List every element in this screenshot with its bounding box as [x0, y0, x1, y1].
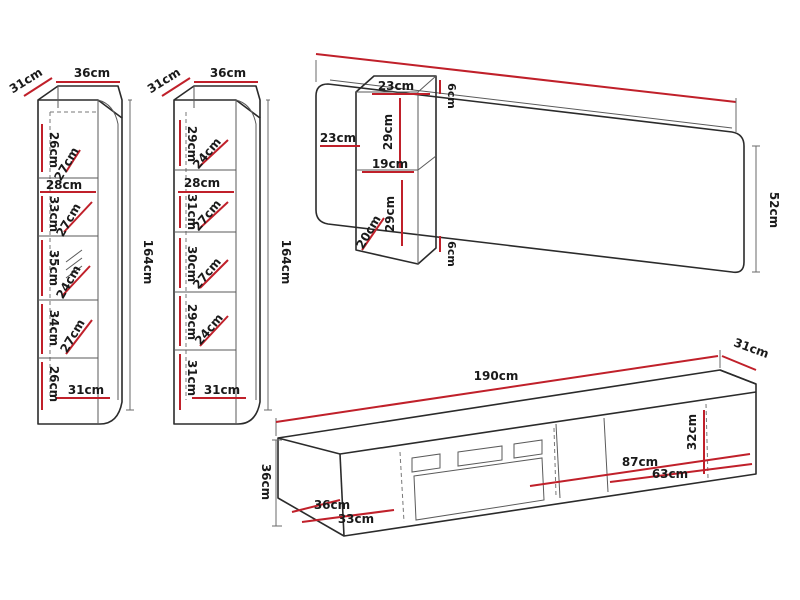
wall-shelf-upper-height: 29cm [381, 114, 395, 150]
wall-shelf-inner-width: 19cm [372, 157, 408, 171]
cabinet-left-base-depth: 31cm [68, 383, 104, 397]
wall-panel-height: 52cm [767, 192, 781, 228]
cabinet-left-shelf-3: 28cm [46, 178, 82, 192]
tv-unit-left-width: 33cm [338, 512, 374, 526]
cabinet-left-depth: 31cm [7, 65, 45, 96]
tv-unit-right-inner: 63cm [652, 467, 688, 481]
tv-unit-left-depth: 36cm [314, 498, 350, 512]
cabinet-left-shelf-8: 34cm [47, 310, 61, 346]
tv-unit-depth: 31cm [732, 335, 771, 361]
cabinet-left: 31cm 36cm 164cm 26cm 27cm 28cm 33cm 27cm… [7, 65, 155, 425]
cabinet-middle-base-depth: 31cm [204, 383, 240, 397]
cabinet-middle-shelf-3: 28cm [184, 176, 220, 190]
cabinet-left-height: 164cm [141, 240, 155, 285]
cabinet-left-shelf-1: 26cm [47, 132, 61, 168]
tv-unit-inner-height: 32cm [685, 414, 699, 450]
cabinet-middle-shelf-6: 30cm [185, 246, 199, 282]
tv-unit-length: 190cm [474, 369, 519, 383]
cabinet-middle-shelf-4: 31cm [185, 194, 199, 230]
wall-panel: 23cm 6cm 23cm 29cm 19cm 29cm 20cm 6cm 52… [315, 53, 781, 274]
wall-shelf-bottom-depth: 20cm [353, 213, 383, 251]
wall-shelf-side-depth: 23cm [320, 131, 356, 145]
cabinet-middle-height: 164cm [279, 240, 293, 285]
cabinet-middle-shelf-8: 29cm [185, 304, 199, 340]
wall-shelf-lower-height: 29cm [383, 196, 397, 232]
cabinet-middle-shelf-10: 31cm [185, 360, 199, 396]
wall-shelf-bottom-height: 6cm [445, 241, 458, 267]
tv-unit-height: 36cm [259, 464, 273, 500]
wall-shelf-top-height: 6cm [445, 83, 458, 109]
tv-unit-right-width: 87cm [622, 455, 658, 469]
wall-shelf-width: 23cm [378, 79, 414, 93]
cabinet-middle-shelf-1: 29cm [185, 126, 199, 162]
cabinet-left-shelf-4: 33cm [47, 196, 61, 232]
cabinet-left-shelf-6: 35cm [47, 250, 61, 286]
cabinet-middle: 31cm 36cm 164cm 29cm 24cm 28cm 31cm 27cm… [145, 65, 293, 425]
cabinet-middle-depth: 31cm [145, 65, 183, 96]
cabinet-middle-width: 36cm [210, 66, 246, 80]
cabinet-left-shelf-10: 26cm [47, 366, 61, 402]
cabinet-left-width: 36cm [74, 66, 110, 80]
tv-unit: 190cm 31cm 36cm 32cm 87cm 63cm 36cm 33cm [259, 335, 771, 537]
